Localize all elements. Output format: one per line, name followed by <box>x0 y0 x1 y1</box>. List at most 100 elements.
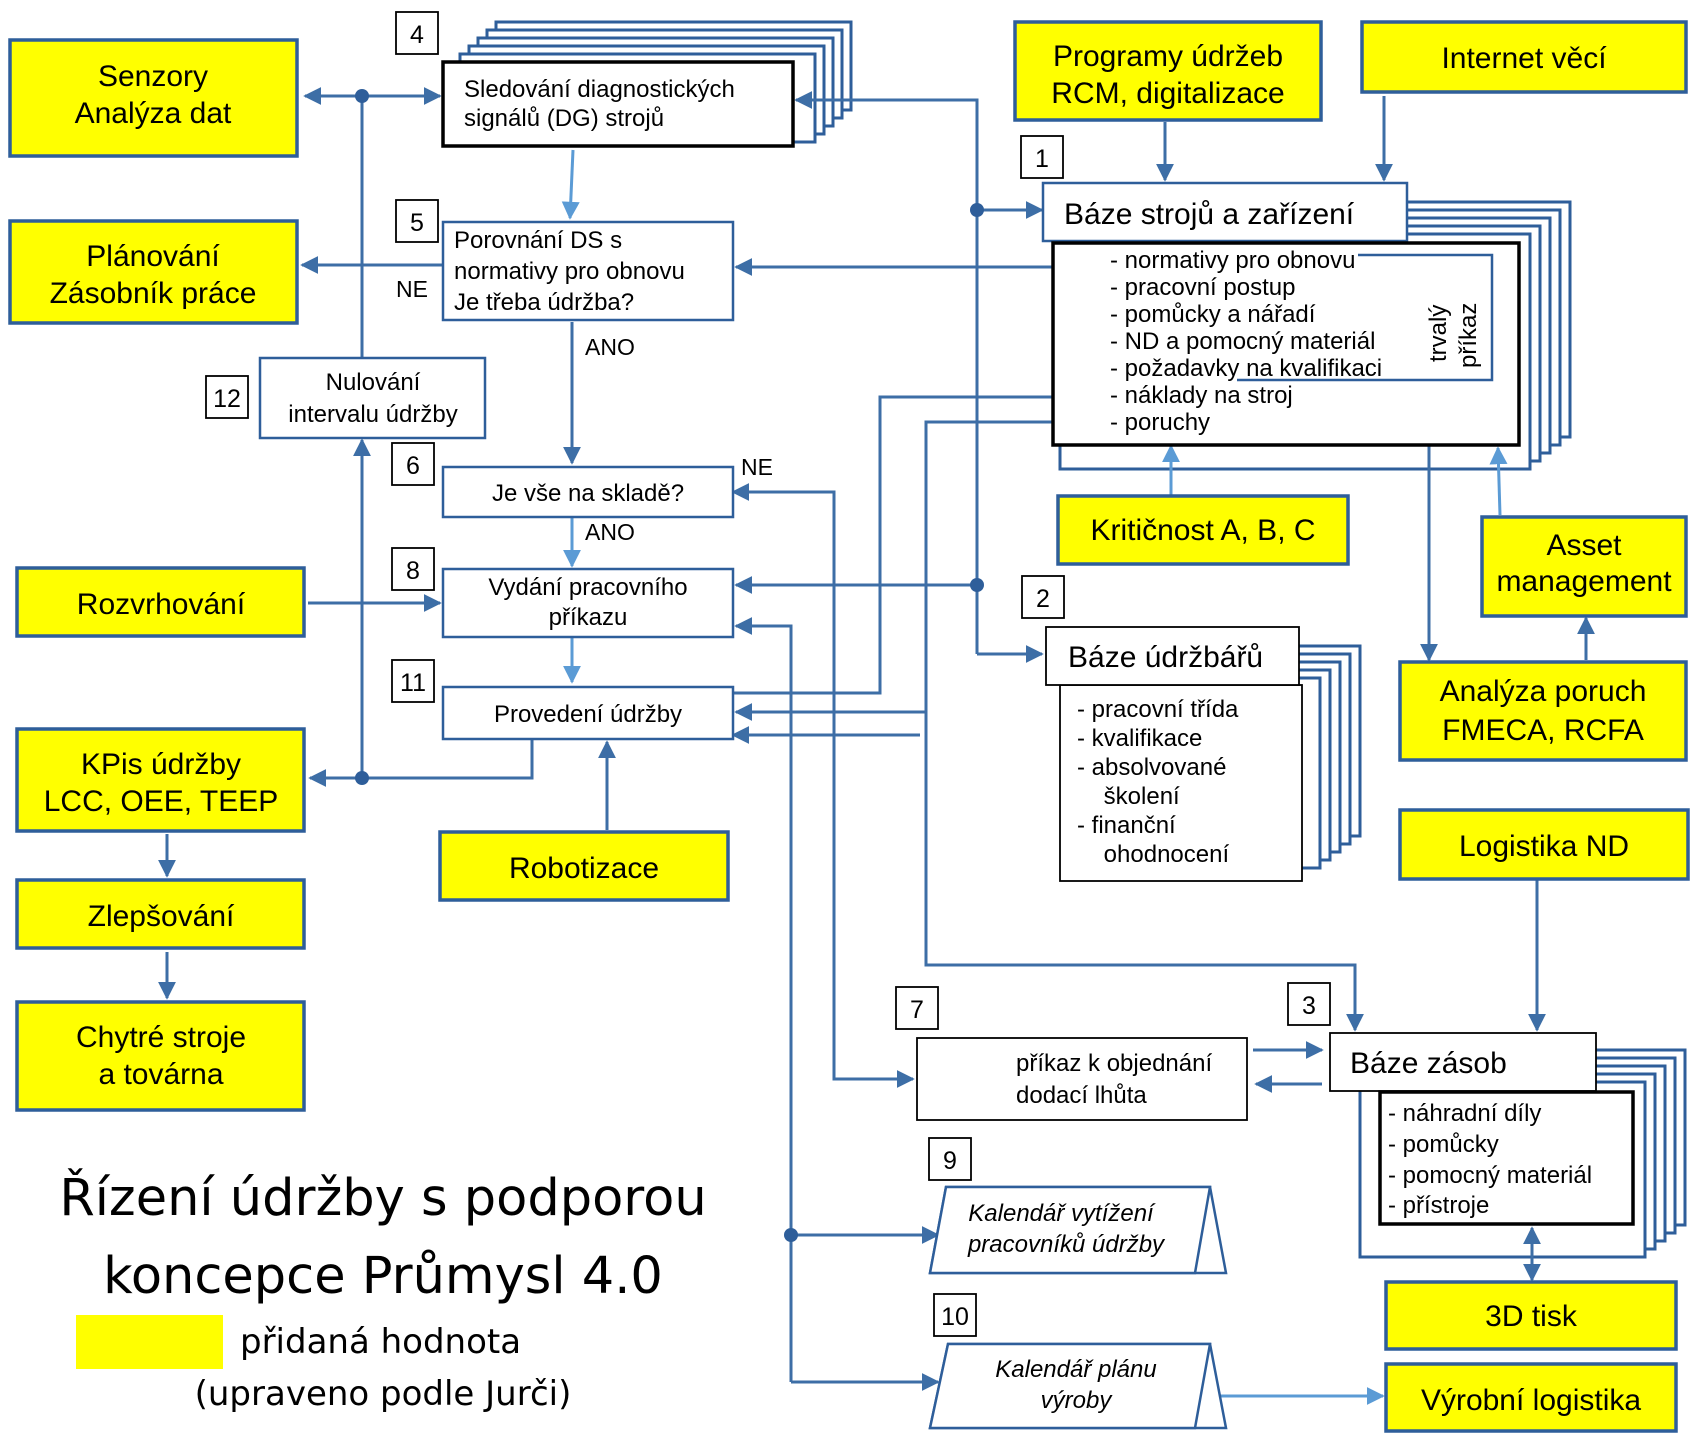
svg-text:intervalu údržby: intervalu údržby <box>288 401 457 428</box>
svg-text:- náhradní díly: - náhradní díly <box>1388 1100 1541 1127</box>
svg-text:Plánování: Plánování <box>86 240 220 273</box>
svg-text:- pracovní třída: - pracovní třída <box>1077 696 1239 723</box>
svg-text:dodací lhůta: dodací lhůta <box>1016 1082 1147 1109</box>
nulovani-box: Nulování intervalu údržby <box>258 356 487 440</box>
svg-text:Je třeba údržba?: Je třeba údržba? <box>454 289 634 316</box>
label-ne-2: NE <box>741 454 773 480</box>
svg-text:KPis údržby: KPis údržby <box>81 748 241 781</box>
baze-stroju: Báze strojů a zařízení - normativy pro o… <box>1041 181 1521 447</box>
title-line-1: Řízení údržby s podporou <box>59 1167 706 1228</box>
svg-text:Senzory: Senzory <box>98 60 208 93</box>
svg-text:Nulování: Nulování <box>326 369 421 396</box>
baze-zasob: Báze zásob - náhradní díly - pomůcky - p… <box>1329 1032 1635 1226</box>
zlepsovani-box: Zlepšování <box>15 878 306 950</box>
svg-text:a továrna: a továrna <box>98 1058 223 1091</box>
kriticnost-box: Kritičnost A, B, C <box>1056 494 1350 566</box>
legend-swatch <box>76 1315 223 1369</box>
svg-text:Rozvrhování: Rozvrhování <box>77 588 246 621</box>
label-ano-1: ANO <box>585 334 635 360</box>
senzory-box: Senzory Analýza dat <box>8 38 299 158</box>
svg-text:- normativy pro obnovu: - normativy pro obnovu <box>1110 247 1355 274</box>
programy-box: Programy údržeb RCM, digitalizace <box>1013 20 1323 122</box>
vyrobni-box: Výrobní logistika <box>1384 1362 1678 1433</box>
svg-text:- pracovní postup: - pracovní postup <box>1110 274 1295 301</box>
label-ne-1: NE <box>396 276 428 302</box>
svg-text:- poruchy: - poruchy <box>1110 409 1210 436</box>
vydani-box: Vydání pracovního příkazu <box>441 567 735 639</box>
svg-text:Báze údržbářů: Báze údržbářů <box>1068 641 1263 674</box>
connectors <box>158 87 1595 1405</box>
rozvrhovani-box: Rozvrhování <box>15 566 306 638</box>
sledovani-box: Sledování diagnostických signálů (DG) st… <box>441 60 795 148</box>
svg-text:RCM, digitalizace: RCM, digitalizace <box>1051 77 1284 110</box>
svg-text:Sledování diagnostických: Sledování diagnostických <box>464 76 735 103</box>
chytre-box: Chytré stroje a továrna <box>15 1000 306 1112</box>
svg-text:Zlepšování: Zlepšování <box>88 900 235 933</box>
svg-text:Analýza poruch: Analýza poruch <box>1440 675 1647 708</box>
svg-text:školení: školení <box>1077 783 1180 810</box>
kpis-box: KPis údržby LCC, OEE, TEEP <box>15 727 306 833</box>
svg-text:Kalendář plánu: Kalendář plánu <box>995 1356 1156 1383</box>
svg-text:LCC, OEE, TEEP: LCC, OEE, TEEP <box>44 785 279 818</box>
svg-text:- pomůcky: - pomůcky <box>1388 1131 1499 1158</box>
svg-text:6: 6 <box>406 452 420 480</box>
legend-label: přidaná hodnota <box>240 1322 521 1362</box>
svg-text:1: 1 <box>1035 145 1049 173</box>
asset-box: Asset management <box>1480 515 1688 618</box>
kalendar-vytizeni: Kalendář vytížení pracovníků údržby <box>928 1185 1228 1275</box>
tisk-box: 3D tisk <box>1384 1280 1678 1351</box>
svg-text:- pomocný materiál: - pomocný materiál <box>1388 1162 1592 1189</box>
svg-text:příkaz k objednání: příkaz k objednání <box>1016 1050 1212 1077</box>
svg-text:Je vše na skladě?: Je vše na skladě? <box>492 480 684 507</box>
svg-text:4: 4 <box>410 21 424 49</box>
kalendar-planu: Kalendář plánu výroby <box>928 1342 1228 1430</box>
svg-text:příkaz: příkaz <box>1455 303 1482 368</box>
svg-text:Kritičnost A, B, C: Kritičnost A, B, C <box>1090 514 1315 547</box>
svg-text:3D tisk: 3D tisk <box>1485 1300 1578 1333</box>
svg-text:ohodnocení: ohodnocení <box>1077 841 1229 868</box>
svg-text:Báze strojů a zařízení: Báze strojů a zařízení <box>1064 198 1355 231</box>
svg-text:FMECA, RCFA: FMECA, RCFA <box>1442 714 1644 747</box>
svg-text:5: 5 <box>410 209 424 237</box>
porovnani-box: Porovnání DS s normativy pro obnovu Je t… <box>441 220 735 322</box>
svg-text:- absolvované: - absolvované <box>1077 754 1226 781</box>
svg-text:Provedení údržby: Provedení údržby <box>494 701 682 728</box>
svg-text:Programy údržeb: Programy údržeb <box>1053 40 1283 73</box>
svg-text:trvalý: trvalý <box>1425 305 1452 362</box>
svg-text:- kvalifikace: - kvalifikace <box>1077 725 1202 752</box>
svg-text:příkazu: příkazu <box>549 604 628 631</box>
svg-text:3: 3 <box>1302 992 1316 1020</box>
objednani-box: příkaz k objednání dodací lhůta <box>916 1037 1248 1121</box>
sklad-box: Je vše na skladě? <box>441 465 735 519</box>
svg-text:management: management <box>1496 565 1672 598</box>
label-ano-2: ANO <box>585 519 635 545</box>
svg-text:Asset: Asset <box>1546 529 1622 562</box>
logistika-box: Logistika ND <box>1398 808 1690 881</box>
svg-text:- ND a pomocný materiál: - ND a pomocný materiál <box>1110 328 1375 355</box>
svg-text:Kalendář vytížení: Kalendář vytížení <box>968 1200 1156 1227</box>
title-line-2: koncepce Průmysl 4.0 <box>103 1247 663 1306</box>
planovani-box: Plánování Zásobník práce <box>8 219 299 325</box>
svg-text:Vydání pracovního: Vydání pracovního <box>488 574 687 601</box>
internet-box: Internet věcí <box>1360 20 1688 94</box>
svg-text:7: 7 <box>910 996 924 1024</box>
provedeni-box: Provedení údržby <box>441 685 735 741</box>
baze-udrzbaru: Báze údržbářů - pracovní třída - kvalifi… <box>1045 626 1303 882</box>
robotizace-box: Robotizace <box>438 830 730 902</box>
svg-text:- náklady na stroj: - náklady na stroj <box>1110 382 1293 409</box>
svg-text:Robotizace: Robotizace <box>509 852 659 885</box>
svg-text:Výrobní logistika: Výrobní logistika <box>1421 1384 1641 1417</box>
svg-text:Logistika ND: Logistika ND <box>1459 830 1629 863</box>
svg-text:12: 12 <box>213 385 241 413</box>
svg-text:2: 2 <box>1036 585 1050 613</box>
svg-text:8: 8 <box>406 557 420 585</box>
svg-text:Báze zásob: Báze zásob <box>1350 1047 1507 1080</box>
number-boxes: 4 5 12 6 8 11 1 2 3 7 9 10 <box>205 11 1331 1337</box>
svg-text:Chytré stroje: Chytré stroje <box>76 1021 246 1054</box>
svg-text:Porovnání DS s: Porovnání DS s <box>454 227 622 254</box>
svg-text:- pomůcky a nářadí: - pomůcky a nářadí <box>1110 301 1316 328</box>
svg-text:- finanční: - finanční <box>1077 812 1176 839</box>
analyza-box: Analýza poruch FMECA, RCFA <box>1398 660 1688 762</box>
svg-text:11: 11 <box>400 669 426 697</box>
